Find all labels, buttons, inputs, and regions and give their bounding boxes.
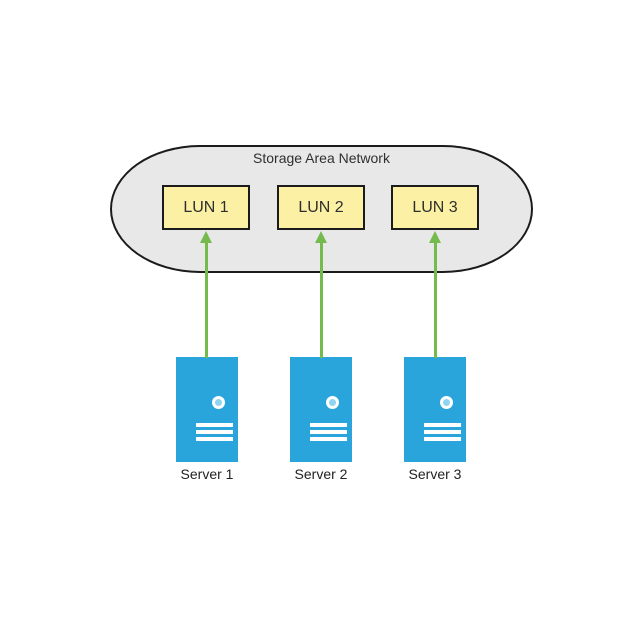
server-node-3 — [404, 357, 466, 462]
server-vent-icon — [310, 423, 347, 427]
server-vent-icon — [196, 437, 233, 441]
server-vent-icon — [196, 430, 233, 434]
arrowhead-up-icon — [314, 231, 327, 243]
server-vent-icon — [424, 423, 461, 427]
server-label-3: Server 3 — [408, 466, 462, 482]
server-node-1 — [176, 357, 238, 462]
power-button-icon — [440, 396, 453, 409]
arrow-shaft — [204, 242, 208, 358]
server-label-2: Server 2 — [294, 466, 348, 482]
arrowhead-up-icon — [428, 231, 441, 243]
lun-node-1: LUN 1 — [162, 185, 250, 230]
server-vent-icon — [196, 423, 233, 427]
power-button-icon — [212, 396, 225, 409]
lun-node-3: LUN 3 — [391, 185, 479, 230]
arrowhead-up-icon — [199, 231, 212, 243]
lun-node-2: LUN 2 — [277, 185, 365, 230]
arrow-shaft — [319, 242, 323, 358]
arrow-shaft — [433, 242, 437, 358]
lun-label: LUN 3 — [412, 198, 458, 216]
lun-label: LUN 2 — [298, 198, 344, 216]
server-vent-icon — [310, 430, 347, 434]
server-label-1: Server 1 — [180, 466, 234, 482]
san-title: Storage Area Network — [253, 150, 390, 166]
server-node-2 — [290, 357, 352, 462]
server-vent-icon — [424, 437, 461, 441]
power-button-icon — [326, 396, 339, 409]
server-vent-icon — [424, 430, 461, 434]
lun-label: LUN 1 — [183, 198, 229, 216]
server-vent-icon — [310, 437, 347, 441]
